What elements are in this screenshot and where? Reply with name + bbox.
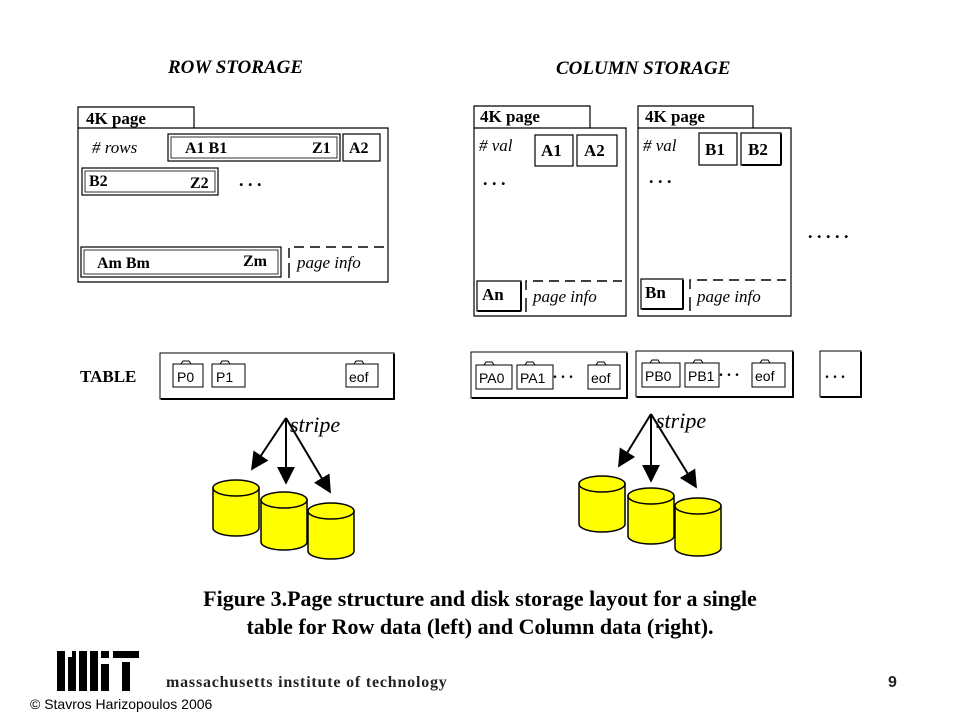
column-storage-title: COLUMN STORAGE	[556, 58, 730, 79]
mit-logo	[57, 651, 139, 691]
column-page-b-eof: eof	[751, 359, 786, 388]
svg-text:P1: P1	[216, 369, 233, 385]
row-disk-3	[307, 502, 355, 560]
record-1	[167, 133, 341, 162]
column-disks	[578, 475, 722, 557]
column-page-pb1: PB1	[684, 359, 720, 388]
value-bn	[640, 278, 684, 310]
column-disk-3	[674, 497, 722, 557]
svg-text:A1: A1	[541, 141, 562, 160]
row-page-p0: P0	[172, 360, 204, 388]
svg-text:B2: B2	[748, 140, 768, 159]
figure-caption: Figure 3.Page structure and disk storage…	[203, 586, 757, 639]
column-disk-2	[627, 487, 675, 545]
column-page-a-info: page info	[532, 287, 597, 306]
svg-text:eof: eof	[755, 368, 775, 384]
table-label: TABLE	[80, 367, 136, 386]
column-page-a-val-label: # val	[479, 136, 513, 155]
record-2-start: B2	[89, 173, 108, 190]
row-records-ellipsis: . . .	[239, 170, 262, 190]
column-stripe-arrows	[618, 413, 697, 489]
svg-text:PB0: PB0	[645, 368, 672, 384]
column-page-b-header: 4K page	[645, 107, 705, 126]
more-files-box: . . .	[819, 350, 862, 398]
value-a1	[534, 134, 574, 167]
row-page: 4K page # rows A1 B1 Z1 A2 B2 Z2 . . . A…	[77, 106, 389, 283]
row-stripe-label: stripe	[290, 412, 340, 437]
row-disks	[212, 479, 355, 560]
svg-text:PA1: PA1	[520, 370, 546, 386]
rows-count-label: # rows	[92, 138, 138, 157]
svg-text:B1: B1	[705, 140, 725, 159]
record-2	[81, 167, 219, 196]
svg-text:eof: eof	[349, 369, 369, 385]
column-page-a-eof: eof	[587, 361, 621, 390]
column-page-a: 4K page # val A1 A2 . . . An page info	[473, 105, 627, 317]
more-files-ellipsis: . . .	[825, 365, 845, 382]
row-disk-1	[212, 479, 260, 537]
svg-text:P0: P0	[177, 369, 194, 385]
svg-text:An: An	[482, 285, 504, 304]
column-page-pa0: PA0	[475, 361, 513, 390]
institution-name: massachusetts institute of technology	[166, 674, 448, 691]
column-page-b: 4K page # val B1 B2 . . . Bn page info	[637, 105, 792, 317]
row-storage-title: ROW STORAGE	[167, 57, 303, 78]
record-m-end: Zm	[243, 253, 268, 270]
column-page-a-header: 4K page	[480, 107, 540, 126]
row-page-info: page info	[296, 253, 361, 272]
column-disk-1	[578, 475, 626, 533]
column-page-b-ellipsis: . . .	[649, 167, 672, 187]
row-page-eof: eof	[345, 360, 379, 388]
row-page-header: 4K page	[86, 109, 146, 128]
column-page-a-ellipsis: . . .	[483, 169, 506, 189]
record-2-end: Z2	[190, 175, 209, 192]
value-b1	[698, 132, 738, 166]
column-file-a: PA0 PA1 . . . eof	[470, 351, 628, 399]
value-an	[476, 280, 522, 312]
column-file-a-ellipsis: . . .	[553, 365, 573, 382]
column-page-b-val-label: # val	[643, 136, 677, 155]
column-page-b-info: page info	[696, 287, 761, 306]
row-disk-2	[260, 491, 308, 551]
svg-text:Bn: Bn	[645, 283, 666, 302]
page-number: 9	[888, 674, 897, 691]
record-1-end: Z1	[312, 140, 331, 157]
value-a2	[576, 134, 618, 167]
svg-text:A2: A2	[584, 141, 605, 160]
record-m	[80, 246, 282, 278]
svg-text:PB1: PB1	[688, 368, 715, 384]
copyright: © Stavros Harizopoulos 2006	[30, 696, 213, 712]
more-column-pages-ellipsis: . . . . .	[808, 222, 849, 242]
record-2-partial	[342, 133, 381, 162]
record-m-start: Am Bm	[97, 255, 151, 272]
column-page-pa1: PA1	[516, 361, 554, 390]
next-record-start: A2	[349, 140, 369, 157]
column-file-b-ellipsis: . . .	[719, 363, 739, 380]
row-page-p1: P1	[211, 360, 246, 388]
column-stripe-label: stripe	[656, 408, 706, 433]
column-page-pb0: PB0	[641, 359, 681, 388]
svg-text:PA0: PA0	[479, 370, 505, 386]
row-stripe-arrows	[251, 417, 331, 494]
column-file-b: PB0 PB1 . . . eof	[635, 350, 794, 398]
svg-text:eof: eof	[591, 370, 611, 386]
row-table-file: P0 P1 eof	[159, 352, 395, 400]
record-1-start: A1 B1	[185, 140, 227, 157]
